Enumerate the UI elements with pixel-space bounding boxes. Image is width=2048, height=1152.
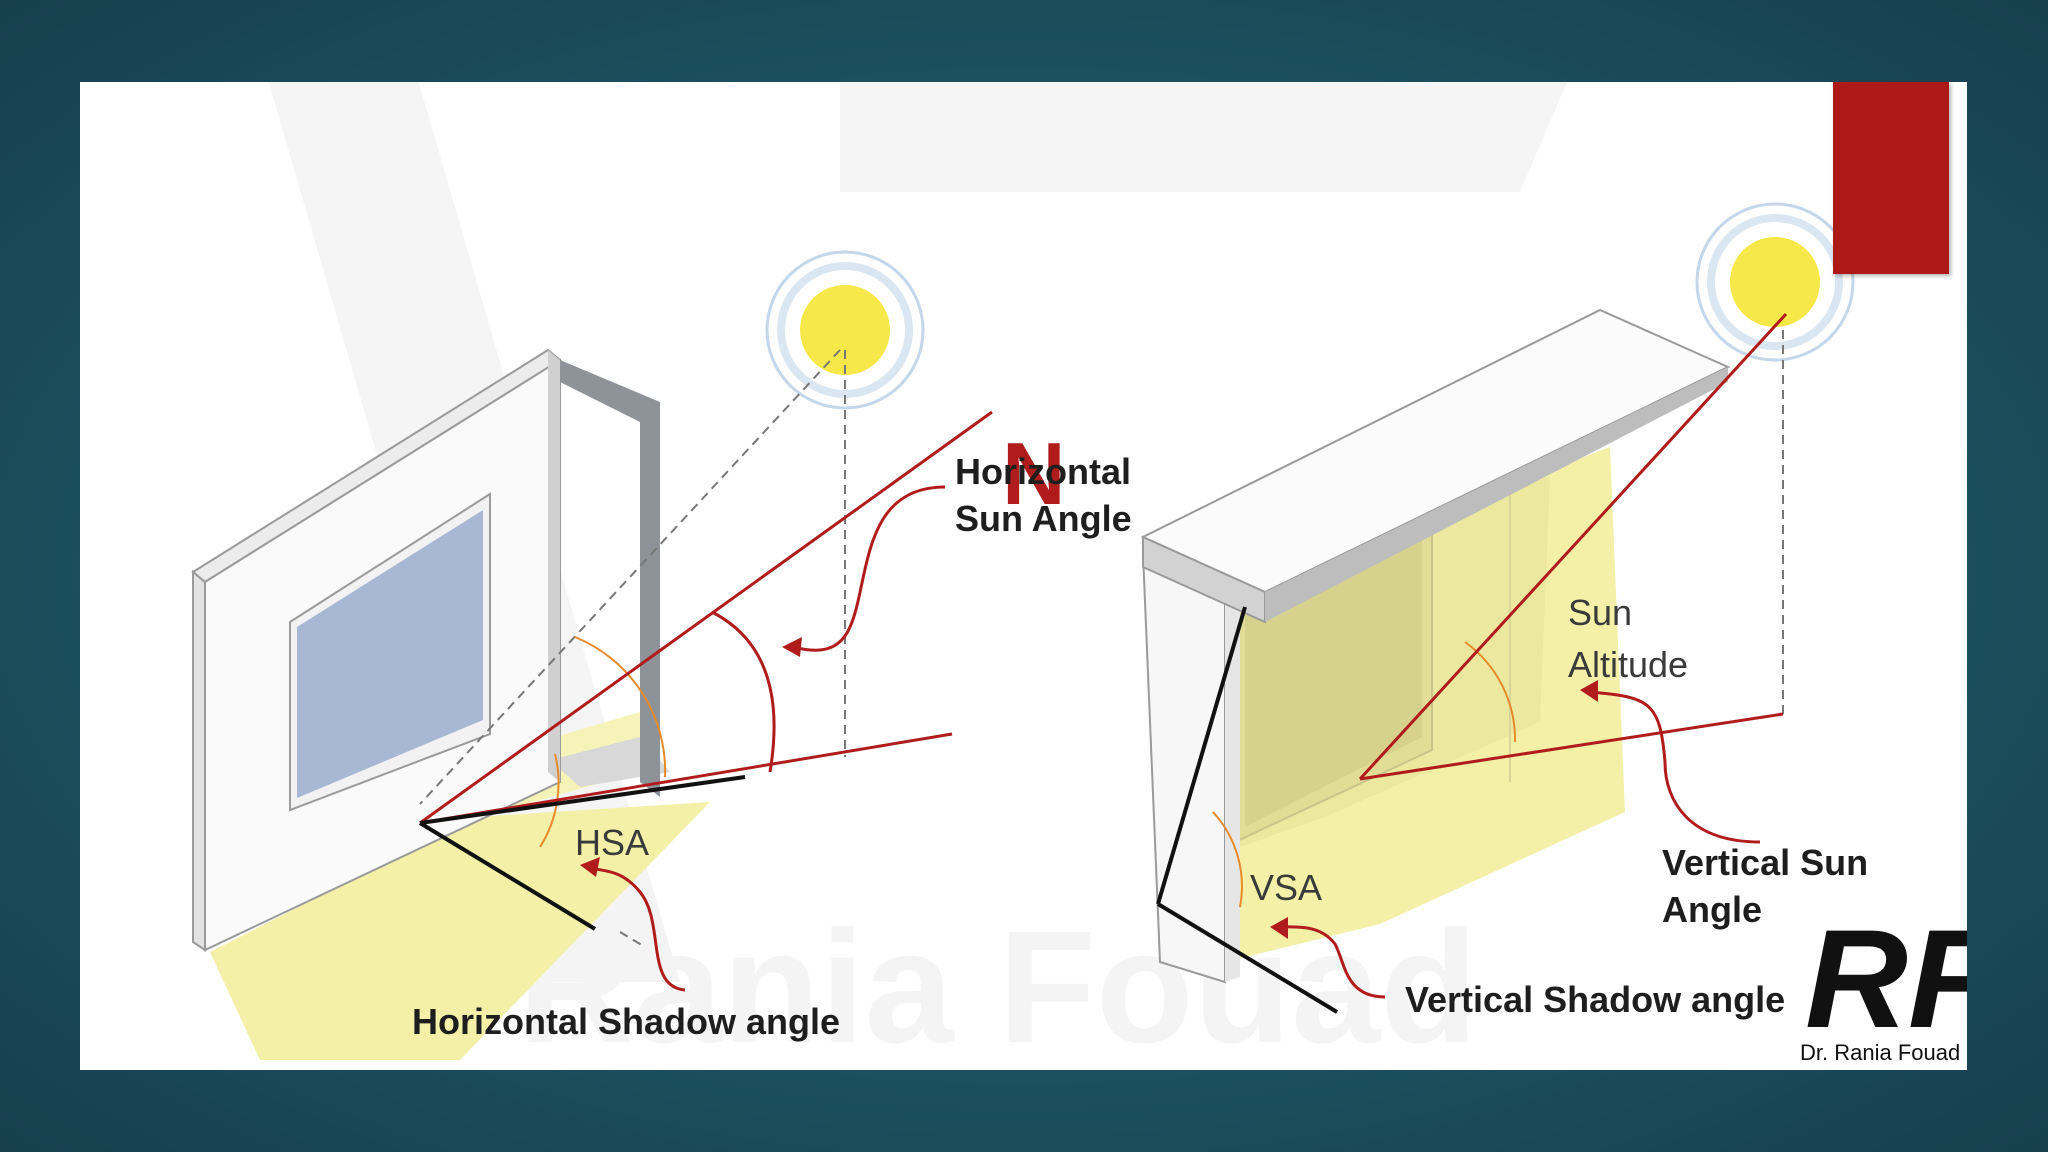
sun-icon	[800, 285, 890, 375]
right-diagram: Sun Altitude VSA Vertical Sun Angle Vert…	[1140, 202, 1868, 1020]
watermark-f-bar	[840, 82, 1568, 192]
sun-ray-dashed	[419, 349, 841, 805]
right-sun-icon	[1730, 237, 1820, 327]
wall-normal-line	[418, 821, 597, 931]
vertical-sun-angle-callout	[1589, 690, 1761, 844]
normal-extension-dashed	[619, 931, 646, 948]
wall-side-edge	[192, 569, 206, 952]
vertical-shadow-angle-label: Vertical Shadow angle	[1405, 979, 1785, 1020]
vertical-fin	[560, 360, 660, 797]
north-label: N	[1002, 424, 1066, 523]
right-sun-glow-inner	[1707, 214, 1843, 350]
vsa-arrowhead	[1270, 917, 1288, 939]
right-sun-glow-ring	[1695, 202, 1855, 362]
callout-arrowhead	[782, 637, 802, 657]
sun-altitude-label-1: Sun	[1568, 592, 1632, 633]
horizontal-sun-angle-arc	[711, 610, 776, 773]
shading-angles-diagram: Dr. Rania Fouad	[191, 82, 1967, 1070]
ground-projection-line	[1359, 712, 1784, 781]
hsa-label: HSA	[575, 822, 649, 863]
vsa-callout	[1279, 925, 1386, 999]
logo: RF Dr. Rania Fouad	[1800, 900, 1967, 1065]
ground-normal-line	[1156, 902, 1339, 1014]
horizontal-shadow-angle-label: Horizontal Shadow angle	[412, 1001, 840, 1042]
right-side-wall-edge	[1225, 582, 1240, 982]
hsa-arrowhead	[580, 857, 600, 877]
wall-plane-line	[419, 775, 746, 825]
north-line	[419, 410, 993, 825]
left-diagram: N Horizontal Sun Angle HSA Horizontal Sh…	[191, 250, 1132, 1060]
slide-canvas: Dr. Rania Fouad	[80, 82, 1967, 1070]
overhang-side	[1265, 367, 1728, 622]
sun-glow-ring	[765, 250, 925, 410]
hsa-callout	[587, 865, 686, 992]
horizontal-sun-angle-label-2: Sun Angle	[955, 498, 1132, 539]
window-glass-icon	[297, 510, 483, 798]
logo-name: Dr. Rania Fouad	[1800, 1040, 1960, 1065]
sun-glow-inner	[777, 262, 913, 398]
sun-altitude-label-2: Altitude	[1568, 644, 1688, 685]
fin-edge	[548, 350, 560, 782]
fin-angle-arc	[574, 636, 667, 778]
logo-monogram: RF	[1805, 900, 1967, 1057]
sun-azimuth-line	[419, 732, 953, 825]
vertical-sun-angle-label-2: Angle	[1662, 889, 1762, 930]
shadow-line	[1156, 606, 1247, 905]
sun-altitude-arc	[1464, 641, 1517, 743]
horizontal-sun-angle-label-1: Horizontal	[955, 451, 1131, 492]
red-accent-tab	[1833, 82, 1949, 274]
right-window-glass-icon	[1245, 538, 1422, 827]
vsa-arc	[1212, 811, 1243, 908]
vsa-label: VSA	[1250, 867, 1322, 908]
vertical-sun-angle-arrowhead	[1580, 680, 1598, 702]
sun-ray-line	[1358, 312, 1788, 781]
horizontal-sun-angle-callout	[789, 485, 946, 652]
vertical-sun-angle-label-1: Vertical Sun	[1662, 842, 1868, 883]
